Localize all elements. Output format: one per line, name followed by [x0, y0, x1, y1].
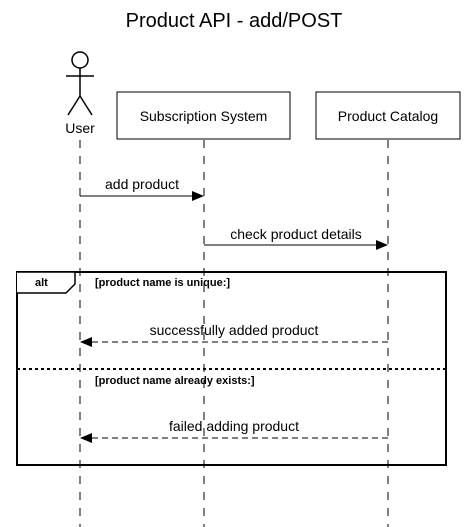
participant-box-subscription-system — [116, 91, 291, 140]
participant-label-user: User — [65, 120, 95, 136]
message-label-successfully-added-product: successfully added product — [150, 322, 319, 338]
message-label-add-product: add product — [105, 176, 179, 192]
participant-label-product-catalog: Product Catalog — [338, 108, 438, 124]
alt-tag-label: alt — [35, 277, 48, 289]
actor-user-icon — [66, 51, 94, 116]
diagram-title: Product API - add/POST — [126, 10, 343, 32]
message-label-check-product-details: check product details — [230, 226, 362, 242]
participant-box-product-catalog — [315, 91, 461, 140]
alt-condition-exists: [product name already exists:] — [95, 375, 255, 387]
alt-fragment-tag — [17, 271, 76, 294]
alt-fragment — [16, 271, 447, 466]
message-label-failed-adding-product: failed adding product — [169, 418, 299, 434]
alt-condition-unique: [product name is unique:] — [95, 277, 230, 289]
participant-label-subscription-system: Subscription System — [140, 108, 268, 124]
